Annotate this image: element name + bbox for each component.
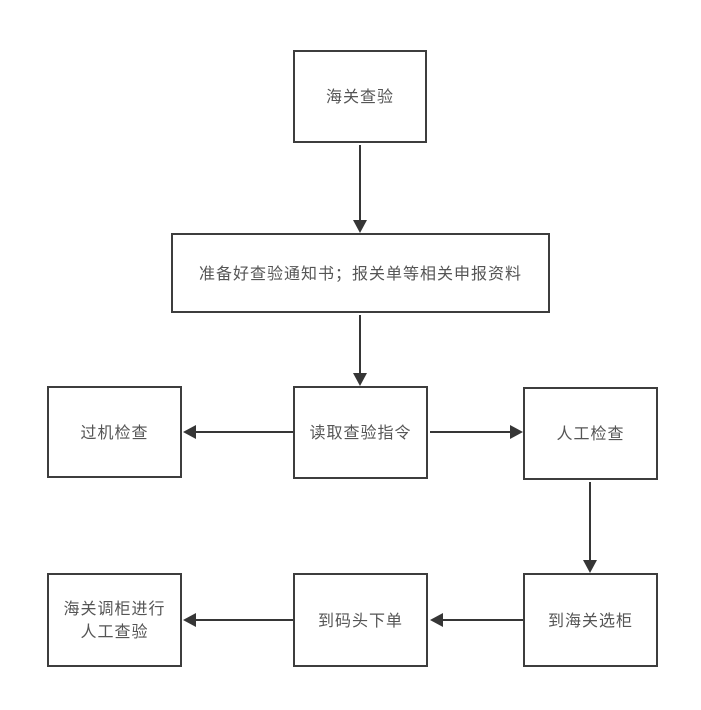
node-label: 到海关选柜 <box>547 610 633 630</box>
node-machine-check: 过机检查 <box>47 386 182 478</box>
node-customs-inspection: 海关查验 <box>293 50 427 143</box>
arrowhead-left-icon <box>430 613 443 627</box>
arrow-line-prepare-to-read <box>359 315 361 374</box>
node-label: 人工检查 <box>556 424 625 443</box>
node-transfer-manual-inspection: 海关调柜进行 人工查验 <box>47 573 182 667</box>
node-label: 海关调柜进行 人工查验 <box>63 597 165 643</box>
node-label-line2: 人工查验 <box>80 622 149 641</box>
arrow-line-manual-to-select <box>589 482 591 561</box>
node-dock-order: 到码头下单 <box>293 573 428 667</box>
node-prepare-documents: 准备好查验通知书；报关单等相关申报资料 <box>171 233 550 313</box>
arrowhead-down-icon <box>583 560 597 573</box>
node-select-container: 到海关选柜 <box>523 573 658 667</box>
arrowhead-left-icon <box>183 613 196 627</box>
arrow-line-read-to-machine <box>196 431 293 433</box>
arrow-line-customs-to-prepare <box>359 145 361 221</box>
arrowhead-right-icon <box>510 425 523 439</box>
node-label: 读取查验指令 <box>309 423 412 442</box>
node-manual-check: 人工检查 <box>523 387 658 480</box>
node-label-line1: 海关调柜进行 <box>63 599 166 618</box>
arrow-line-dock-to-transfer <box>196 619 293 621</box>
arrow-line-read-to-manual <box>430 431 510 433</box>
arrow-line-select-to-dock <box>443 619 523 621</box>
arrowhead-down-icon <box>353 373 367 386</box>
node-read-instruction: 读取查验指令 <box>293 386 428 479</box>
arrowhead-down-icon <box>353 220 367 233</box>
arrowhead-left-icon <box>183 425 196 439</box>
node-label: 海关查验 <box>325 87 394 106</box>
node-label: 到码头下单 <box>317 610 403 630</box>
node-label: 准备好查验通知书；报关单等相关申报资料 <box>198 263 522 283</box>
node-label: 过机检查 <box>80 422 149 442</box>
